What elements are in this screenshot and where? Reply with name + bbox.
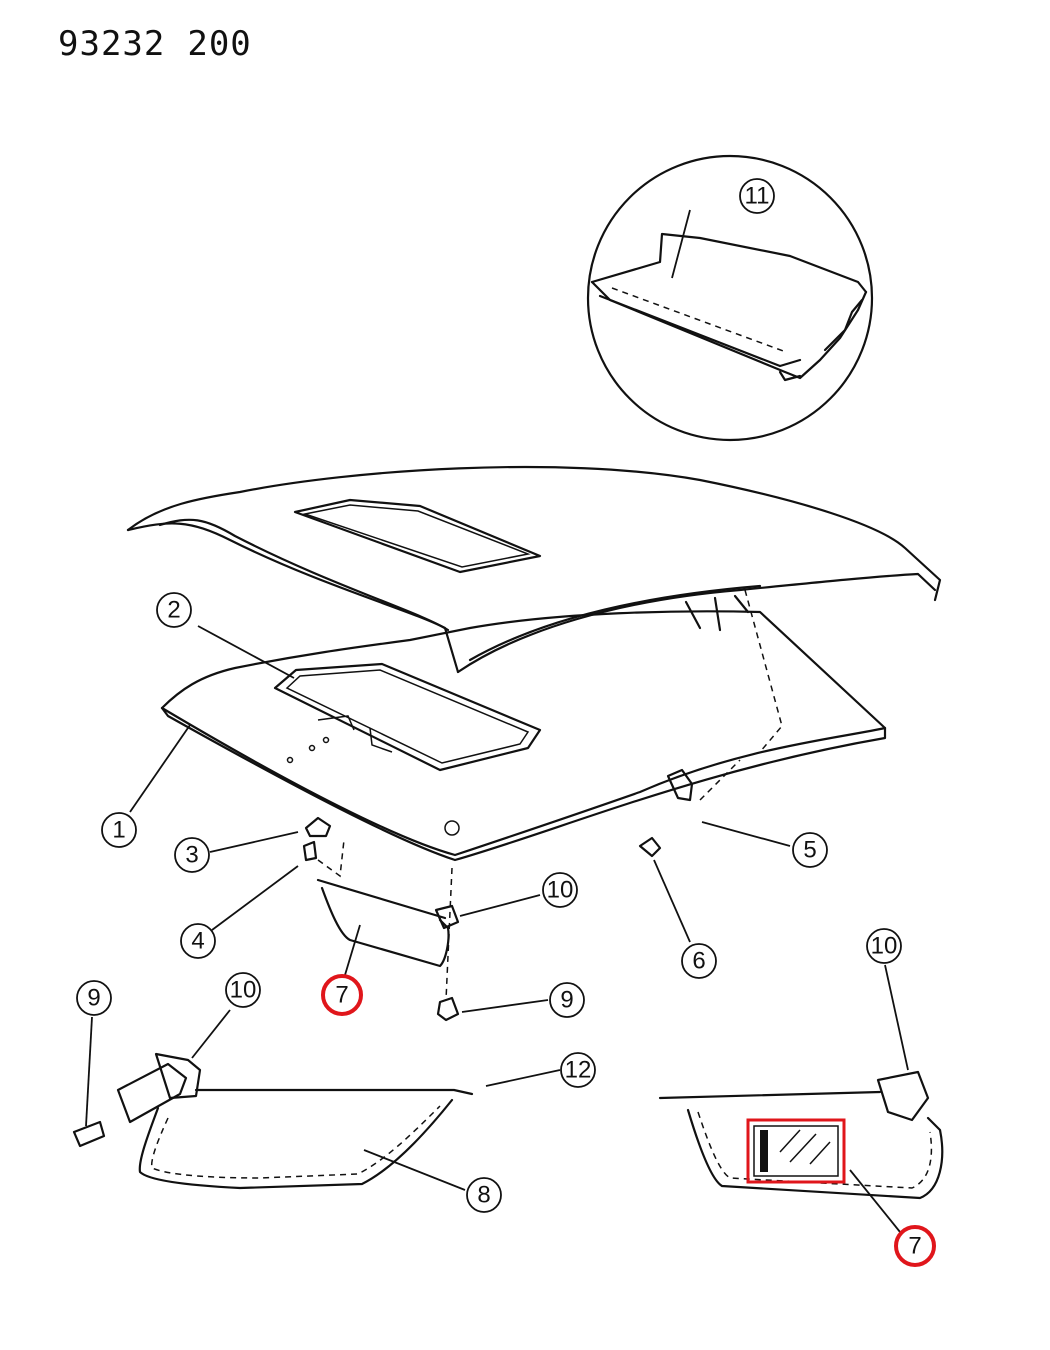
callout-7-upper-label: 7 <box>335 982 348 1009</box>
callout-10-upper-label: 10 <box>547 877 574 904</box>
callout-7-lower-label: 7 <box>908 1233 921 1260</box>
sun-visor-right <box>658 1070 944 1200</box>
screw-9 <box>436 996 460 1022</box>
sun-visor-left <box>72 1052 474 1190</box>
roof-panel <box>126 465 942 674</box>
vanity-mirror <box>753 1125 839 1177</box>
callout-9-left: 9 <box>76 980 112 1016</box>
callout-8-label: 8 <box>477 1182 490 1209</box>
screw-6 <box>638 836 662 858</box>
callout-1-label: 1 <box>112 817 125 844</box>
callout-4-label: 4 <box>191 928 204 955</box>
callout-12: 12 <box>560 1052 596 1088</box>
callout-6: 6 <box>681 943 717 979</box>
clip-5 <box>666 768 694 802</box>
headliner <box>160 589 887 862</box>
hardware <box>302 768 694 1022</box>
callout-10-upper: 10 <box>542 872 578 908</box>
diagram-page-number: 200 <box>187 24 252 64</box>
screw-9-left <box>72 1120 106 1148</box>
callout-11: 11 <box>739 178 775 214</box>
leader-8 <box>363 1149 466 1191</box>
clip-4 <box>302 840 318 862</box>
callout-5-label: 5 <box>803 837 816 864</box>
callout-11-label: 11 <box>745 183 770 210</box>
leader-1 <box>129 724 191 813</box>
leader-9b <box>461 999 549 1013</box>
mirror-highlight-box <box>746 1118 846 1184</box>
callout-12-label: 12 <box>565 1057 592 1084</box>
callouts: 11 2 1 3 4 5 6 10 7 9 9 10 10 12 8 7 <box>76 178 936 1267</box>
callout-9-left-label: 9 <box>87 985 100 1012</box>
callout-8: 8 <box>466 1177 502 1213</box>
leader-7a <box>344 924 361 976</box>
callout-3: 3 <box>174 837 210 873</box>
leader-12 <box>485 1069 561 1087</box>
leader-5 <box>701 821 791 847</box>
callout-7-upper: 7 <box>321 974 363 1016</box>
leader-10b <box>191 1009 231 1059</box>
callout-3-label: 3 <box>185 842 198 869</box>
callout-6-label: 6 <box>692 948 705 975</box>
callout-5: 5 <box>792 832 828 868</box>
leader-lines <box>85 209 909 1233</box>
callout-10-left-label: 10 <box>230 977 257 1004</box>
leader-2 <box>197 625 295 679</box>
sun-visor-upper <box>316 878 460 968</box>
diagram-code: 93232 <box>58 24 166 64</box>
leader-4 <box>211 865 299 931</box>
callout-9-right: 9 <box>549 982 585 1018</box>
callout-4: 4 <box>180 923 216 959</box>
callout-9-right-label: 9 <box>560 987 573 1014</box>
leader-11 <box>671 209 691 279</box>
detail-view-11 <box>586 154 874 442</box>
diagram-header: 93232 200 <box>58 24 274 64</box>
leader-6 <box>653 859 691 943</box>
leader-9a <box>85 1016 93 1127</box>
leader-7b <box>849 1169 901 1233</box>
leader-3 <box>209 831 299 853</box>
callout-10-right-label: 10 <box>871 933 898 960</box>
callout-10-left: 10 <box>225 972 261 1008</box>
callout-10-right: 10 <box>866 928 902 964</box>
leader-10a <box>459 894 541 917</box>
callout-2-label: 2 <box>167 597 180 624</box>
callout-2: 2 <box>156 592 192 628</box>
hook-3 <box>304 816 332 838</box>
callout-1: 1 <box>101 812 137 848</box>
leader-10c <box>884 964 909 1071</box>
callout-7-lower: 7 <box>894 1225 936 1267</box>
